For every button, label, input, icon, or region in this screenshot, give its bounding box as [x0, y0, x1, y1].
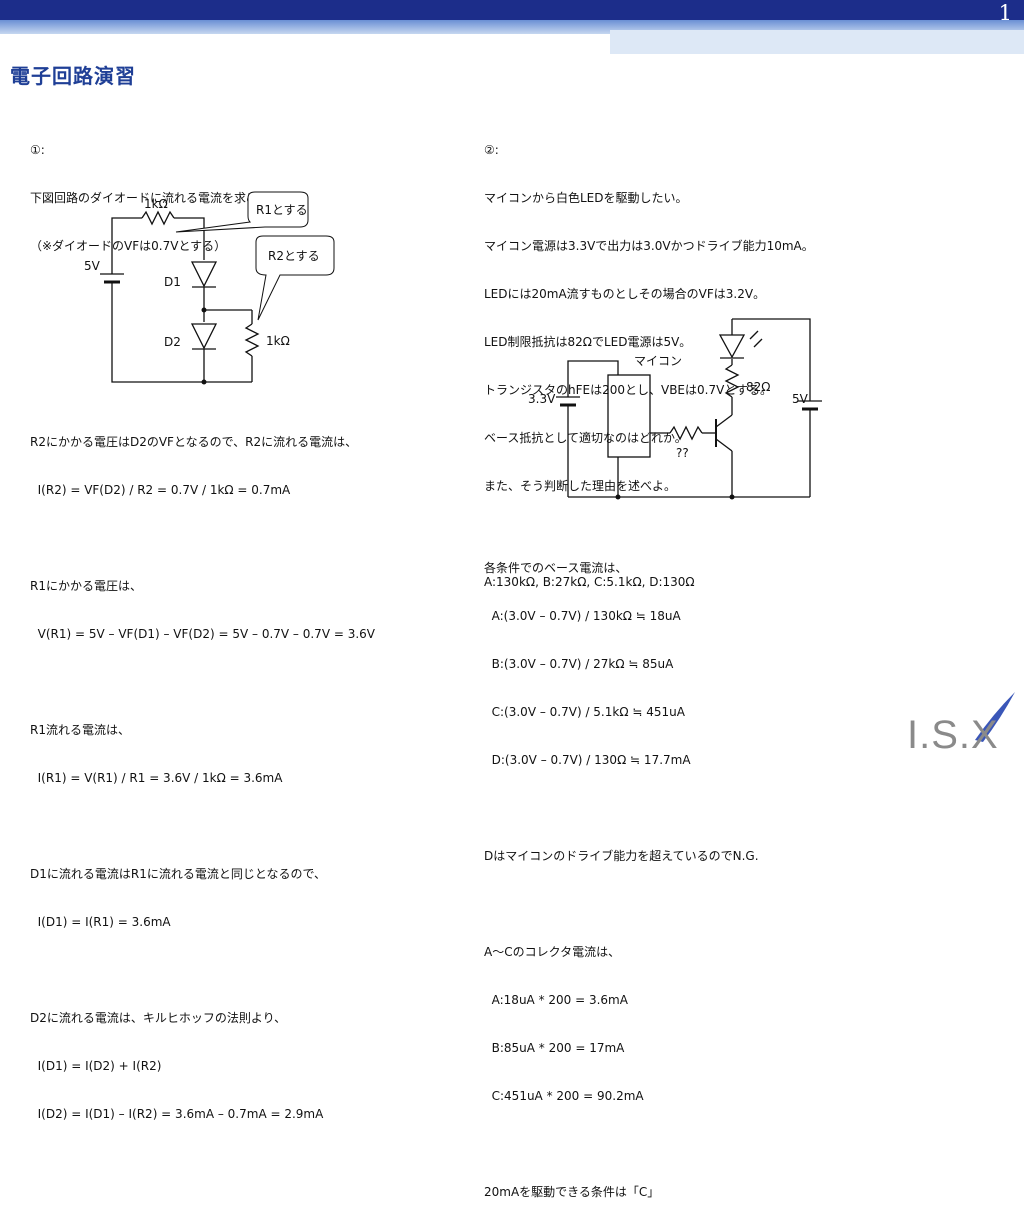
answer-line: I(R2) = VF(D2) / R2 = 0.7V / 1kΩ = 0.7mA: [30, 483, 291, 497]
answer-line: R2にかかる電圧はD2のVFとなるので、R2に流れる電流は、: [30, 435, 358, 449]
d1-label: D1: [164, 275, 181, 289]
answer-line: 20mAを駆動できる条件は「C」: [484, 1185, 660, 1199]
answer-line: D1に流れる電流はR1に流れる電流と同じとなるので、: [30, 867, 327, 881]
logo-text: I.S.X: [907, 713, 999, 756]
right-question-line: ベース抵抗として適切なのはどれか。: [484, 431, 687, 445]
callout-r1: [175, 191, 309, 233]
led-supply-label: 5V: [792, 392, 809, 406]
answer-line: B:85uA * 200 = 17mA: [484, 1041, 625, 1055]
answer-line: A～Cのコレクタ電流は、: [484, 945, 621, 959]
right-question-line: LEDには20mA流すものとしその場合のVFは3.2V。: [484, 287, 766, 301]
source-label: 5V: [84, 259, 101, 273]
callout-r1-text: R1とする: [256, 203, 308, 217]
r2-resistor: [244, 323, 260, 357]
d2-diode: [190, 323, 218, 350]
right-question-line: マイコン電源は3.3Vで出力は3.0Vかつドライブ能力10mA。: [484, 239, 814, 253]
r1-label: 1kΩ: [144, 197, 168, 211]
page-title: 電子回路演習: [10, 64, 136, 88]
right-question-line: また、そう判断した理由を述べよ。: [484, 479, 677, 493]
r1-resistor: [141, 210, 175, 226]
left-question-line: （※ダイオードのVFは0.7Vとする）: [30, 239, 227, 253]
led-driver-circuit-diagram: マイコン 3.3V 5V 82Ω ??: [528, 318, 822, 500]
right-question-line: マイコンから白色LEDを駆動したい。: [484, 191, 688, 205]
answer-line: D2に流れる電流は、キルヒホッフの法則より、: [30, 1011, 287, 1025]
answer-line: I(D1) = I(R1) = 3.6mA: [30, 915, 171, 929]
callout-r2: [255, 235, 335, 321]
answer-line: V(R1) = 5V – VF(D1) – VF(D2) = 5V – 0.7V…: [30, 627, 376, 641]
left-question: ①: 下図回路のダイオードに流れる電流を求めよ （※ダイオードのVFは0.7Vと…: [30, 110, 270, 270]
answer-line: R1にかかる電圧は、: [30, 579, 142, 593]
left-answers: R2にかかる電圧はD2のVFとなるので、R2に流れる電流は、 I(R2) = V…: [30, 402, 375, 1138]
r2-label: 1kΩ: [266, 334, 290, 348]
answer-line: R1流れる電流は、: [30, 723, 130, 737]
answer-line: [484, 800, 759, 816]
led: [718, 334, 746, 359]
answer-line: A:(3.0V – 0.7V) / 130kΩ ≒ 18uA: [484, 609, 681, 623]
answer-line: B:(3.0V – 0.7V) / 27kΩ ≒ 85uA: [484, 657, 674, 671]
left-heading: ①:: [30, 143, 45, 157]
d2-label: D2: [164, 335, 181, 349]
answer-line: I(D2) = I(D1) – I(R2) = 3.6mA – 0.7mA = …: [30, 1107, 324, 1121]
header-accent: [610, 30, 1024, 54]
led-resistor: [724, 364, 740, 398]
answer-line: C:(3.0V – 0.7V) / 5.1kΩ ≒ 451uA: [484, 705, 685, 719]
right-question: ②: マイコンから白色LEDを駆動したい。 マイコン電源は3.3Vで出力は3.0…: [484, 110, 814, 606]
answer-line: I(D1) = I(D2) + I(R2): [30, 1059, 162, 1073]
answer-line: [30, 530, 375, 546]
isx-logo: I.S.X: [907, 692, 1015, 756]
answer-line: D:(3.0V – 0.7V) / 130Ω ≒ 17.7mA: [484, 753, 691, 767]
answer-line: I(R1) = V(R1) / R1 = 3.6V / 1kΩ = 3.6mA: [30, 771, 283, 785]
answer-line: Dはマイコンのドライブ能力を超えているのでN.G.: [484, 849, 759, 863]
page-number: 1: [998, 1, 1012, 25]
right-heading: ②:: [484, 143, 499, 157]
answer-line: [484, 1136, 759, 1152]
right-question-line: トランジスタのhFEは200とし、VBEは0.7Vとする。: [484, 383, 772, 397]
answer-line: [30, 962, 375, 978]
d1-diode: [190, 261, 218, 288]
right-question-line: LED制限抵抗は82ΩでLED電源は5V。: [484, 335, 692, 349]
left-question-line: 下図回路のダイオードに流れる電流を求めよ: [30, 191, 271, 205]
right-answers: 各条件でのベース電流は、 A:(3.0V – 0.7V) / 130kΩ ≒ 1…: [484, 528, 759, 1216]
mcu-label: マイコン: [634, 354, 682, 368]
diode-circuit-diagram: 5V 1kΩ D1 D2 1kΩ R1とする R2とする: [84, 191, 335, 385]
base-resistor-label: ??: [676, 446, 689, 460]
answer-line: [30, 674, 375, 690]
answer-line: [30, 818, 375, 834]
mcu-box: [607, 374, 651, 458]
answer-line: C:451uA * 200 = 90.2mA: [484, 1089, 644, 1103]
answer-line: A:18uA * 200 = 3.6mA: [484, 993, 628, 1007]
mcu-supply-label: 3.3V: [528, 392, 556, 406]
led-resistor-label: 82Ω: [746, 380, 770, 394]
header-bar: [0, 0, 1024, 20]
answer-line: [484, 896, 759, 912]
base-resistor: [669, 425, 703, 441]
callout-r2-text: R2とする: [268, 249, 320, 263]
answer-line: 各条件でのベース電流は、: [484, 561, 628, 575]
options-line: A:130kΩ, B:27kΩ, C:5.1kΩ, D:130Ω: [484, 575, 695, 589]
